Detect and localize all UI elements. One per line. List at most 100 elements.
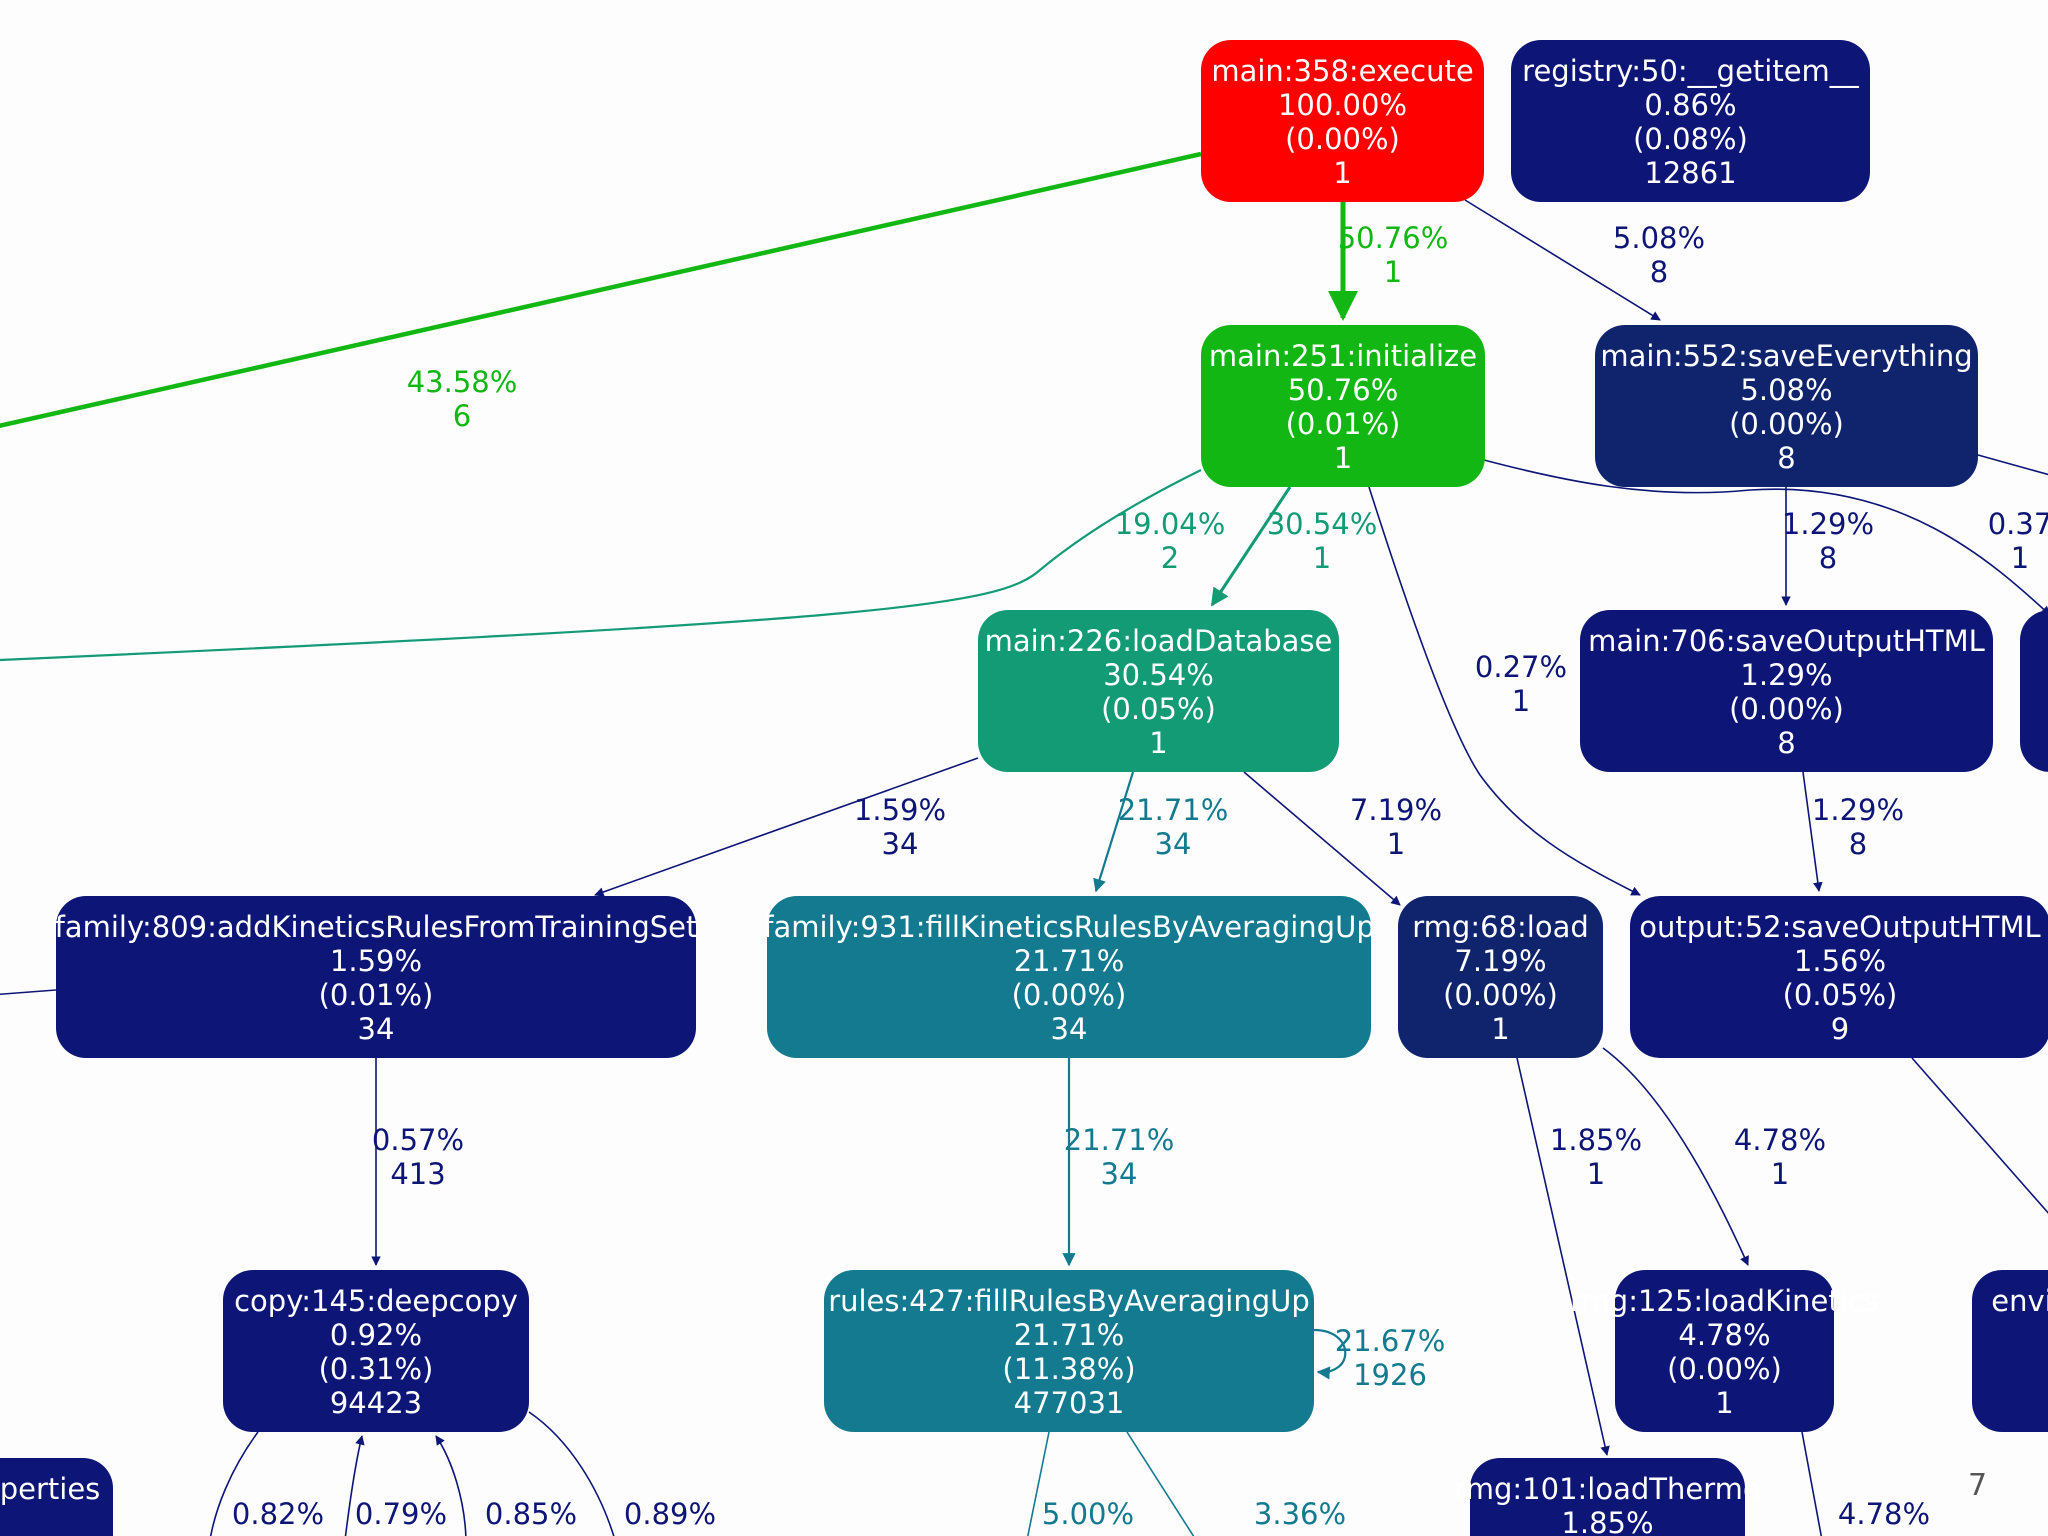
node-addKinetics-line-3: 34	[358, 1012, 395, 1046]
edge-saveEverything-right-stub	[1977, 454, 2048, 476]
node-initialize-line-2: (0.01%)	[1286, 407, 1401, 441]
node-saveOutputHTML706-line-0: main:706:saveOutputHTML	[1588, 624, 1985, 658]
node-loadDatabase-line-2: (0.05%)	[1101, 692, 1216, 726]
node-outputSave-line-1: 1.56%	[1794, 944, 1886, 978]
e-execute-left-percent-label: 43.58%	[407, 365, 518, 399]
e-initialize-left-calls-label: 2	[1161, 541, 1179, 575]
e-rmgLoad-loadKinetics-percent-label: 4.78%	[1734, 1123, 1826, 1157]
node-fillRules[interactable]: rules:427:fillRulesByAveragingUp21.71%(1…	[824, 1270, 1314, 1432]
node-rmgLoad-box	[1398, 896, 1603, 1058]
node-getitem-line-2: (0.08%)	[1633, 122, 1748, 156]
node-properties[interactable]: perties	[0, 1458, 113, 1536]
e-deepcopy-3-percent-label: 0.85%	[485, 1497, 577, 1531]
node-saveOutputHTML706-line-3: 8	[1777, 726, 1795, 760]
node-saveEverything-line-2: (0.00%)	[1729, 407, 1844, 441]
node-saveEverything-box	[1595, 325, 1978, 487]
node-rightEdgeNode[interactable]	[2020, 610, 2048, 772]
node-execute-line-1: 100.00%	[1278, 88, 1407, 122]
node-getitem-box	[1511, 40, 1870, 202]
e-loadDatabase-fillKinetics-calls-label: 34	[1155, 827, 1192, 861]
e-loadDatabase-addKinetics-calls-label: 34	[882, 827, 919, 861]
node-initialize-box	[1201, 325, 1485, 487]
node-initialize-line-3: 1	[1334, 441, 1352, 475]
e-deepcopy-1-percent-label: 0.82%	[232, 1497, 324, 1531]
e-initialize-outputSave-percent-label: 0.27%	[1475, 650, 1567, 684]
node-rightEdgeNode-box	[2020, 610, 2048, 772]
e-initialize-outputSave-line	[1368, 486, 1641, 896]
edge-outputSave-down-stub	[1911, 1057, 2048, 1214]
e-fillRules-1-percent-label: 5.00%	[1042, 1497, 1134, 1531]
node-fillRules-line-0: rules:427:fillRulesByAveragingUp	[828, 1284, 1310, 1318]
node-fillRules-line-3: 477031	[1014, 1386, 1125, 1420]
node-addKinetics-line-2: (0.01%)	[319, 978, 434, 1012]
node-getitem-line-0: registry:50:__getitem__	[1522, 54, 1859, 88]
e-loadDatabase-rmgLoad-percent-label: 7.19%	[1350, 793, 1442, 827]
node-loadKinetics-line-0: rmg:125:loadKinetics	[1570, 1284, 1879, 1318]
node-fillKinetics[interactable]: family:931:fillKineticsRulesByAveragingU…	[763, 896, 1375, 1058]
node-deepcopy-line-2: (0.31%)	[319, 1352, 434, 1386]
node-rmgLoad-line-2: (0.00%)	[1443, 978, 1558, 1012]
node-rmgLoad-line-1: 7.19%	[1454, 944, 1546, 978]
node-getitem[interactable]: registry:50:__getitem__0.86%(0.08%)12861	[1511, 40, 1870, 202]
e-rmgLoad-loadThermo-line	[1516, 1057, 1610, 1456]
e-rmgLoad-loadKinetics-calls-label: 1	[1771, 1157, 1789, 1191]
e-initialize-loadDatabase-percent-label: 30.54%	[1267, 507, 1378, 541]
e-loadKinetics-down-line	[1801, 1431, 1823, 1536]
node-deepcopy-line-0: copy:145:deepcopy	[234, 1284, 518, 1318]
node-envi-box	[1972, 1270, 2048, 1432]
node-execute-line-2: (0.00%)	[1285, 122, 1400, 156]
node-addKinetics[interactable]: family:809:addKineticsRulesFromTrainingS…	[55, 896, 698, 1058]
e-fillRules-self-calls-label: 1926	[1353, 1358, 1427, 1392]
e-fillRules-self-line	[1313, 1328, 1347, 1380]
node-deepcopy-box	[223, 1270, 529, 1432]
e-loadDatabase-rmgLoad-line	[1243, 771, 1401, 906]
node-initialize-line-1: 50.76%	[1288, 373, 1399, 407]
node-deepcopy-line-3: 94423	[330, 1386, 422, 1420]
node-fillKinetics-line-0: family:931:fillKineticsRulesByAveragingU…	[763, 910, 1374, 944]
node-addKinetics-box	[56, 896, 696, 1058]
e-initialize-left-line	[0, 469, 1202, 662]
e-deepcopy-3-line	[435, 1435, 467, 1536]
e-execute-initialize-calls-label: 1	[1384, 255, 1402, 289]
node-rmgLoad-line-0: rmg:68:load	[1412, 910, 1589, 944]
e-loadDatabase-addKinetics-percent-label: 1.59%	[854, 793, 946, 827]
node-outputSave-line-2: (0.05%)	[1783, 978, 1898, 1012]
node-saveEverything-line-3: 8	[1777, 441, 1795, 475]
node-loadKinetics-line-2: (0.00%)	[1667, 1352, 1782, 1386]
node-envi[interactable]: envi	[1972, 1270, 2048, 1432]
e-rmgLoad-loadKinetics-line	[1602, 1047, 1749, 1266]
e-loadDatabase-addKinetics-line	[594, 757, 979, 897]
page-number: 7	[1968, 1468, 1988, 1503]
node-initialize-line-0: main:251:initialize	[1209, 339, 1477, 373]
node-fillRules-line-2: (11.38%)	[1002, 1352, 1135, 1386]
e-deepcopy-2-percent-label: 0.79%	[355, 1497, 447, 1531]
e-saveOutputHTML-outputSave-calls-label: 8	[1849, 827, 1867, 861]
e-fillRules-2-percent-label: 3.36%	[1254, 1497, 1346, 1531]
e-fillRules-2-line	[1126, 1431, 1195, 1536]
node-fillKinetics-line-3: 34	[1051, 1012, 1088, 1046]
e-execute-left-calls-label: 6	[453, 399, 471, 433]
e-initialize-loadDatabase-calls-label: 1	[1313, 541, 1331, 575]
node-outputSave-box	[1630, 896, 2048, 1058]
e-initialize-loadDatabase-line	[1210, 486, 1292, 607]
node-loadThermo-line-0: rmg:101:loadThermo	[1454, 1472, 1760, 1506]
e-loadDatabase-fillKinetics-percent-label: 21.71%	[1118, 793, 1229, 827]
node-execute-box	[1201, 40, 1484, 202]
e-fillKinetics-fillRules-calls-label: 34	[1101, 1157, 1138, 1191]
node-execute-line-3: 1	[1333, 156, 1351, 190]
node-loadThermo-line-1: 1.85%	[1561, 1506, 1653, 1536]
node-loadDatabase-line-0: main:226:loadDatabase	[985, 624, 1333, 658]
node-loadDatabase-line-3: 1	[1149, 726, 1167, 760]
node-fillKinetics-box	[767, 896, 1371, 1058]
node-fillKinetics-line-2: (0.00%)	[1012, 978, 1127, 1012]
